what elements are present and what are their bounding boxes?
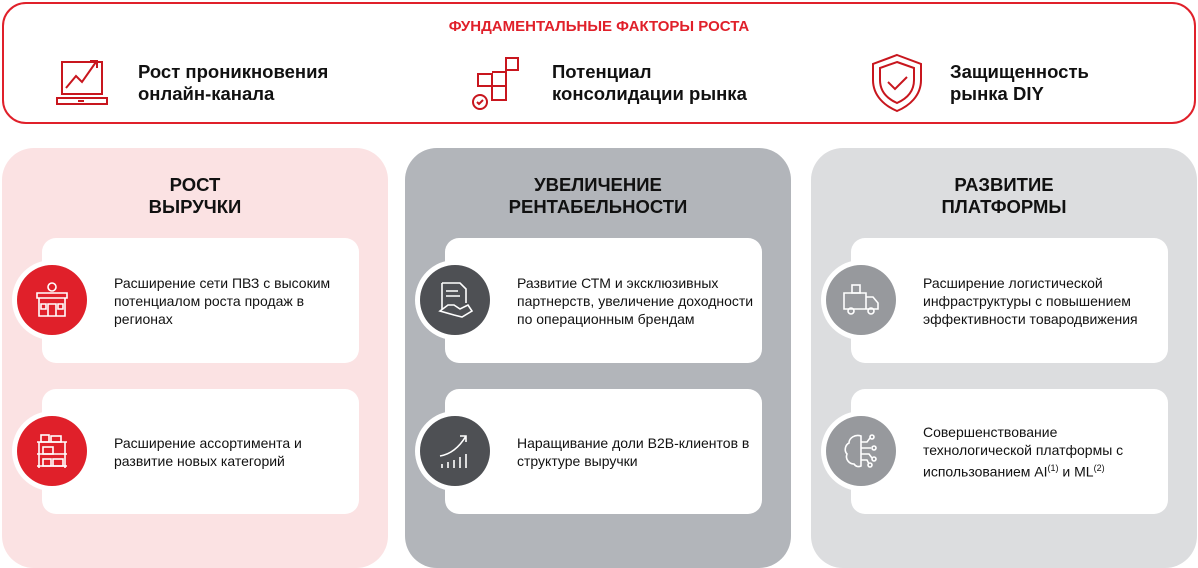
factor-label-line1: Потенциал (552, 61, 652, 82)
growth-chart-icon (439, 435, 467, 468)
card-pickup-network: Расширение сети ПВЗ с высоким потенциало… (12, 238, 359, 363)
puzzle-icon (472, 57, 519, 110)
card-text: Развитие СТМ и эксклюзивных партнерств, … (517, 274, 754, 327)
handshake-document-icon (438, 282, 474, 318)
factor-label-line2: консолидации рынка (552, 83, 747, 104)
card-private-label: Развитие СТМ и эксклюзивных партнерств, … (415, 238, 762, 363)
delivery-truck-icon (843, 284, 879, 315)
card-text: Наращивание доли B2B-клиентов в структур… (517, 434, 750, 469)
card-assortment: Расширение ассортимента и развитие новых… (12, 389, 359, 514)
growth-factors-box: ФУНДАМЕНТАЛЬНЫЕ ФАКТОРЫ РОСТА Рост прони… (2, 2, 1196, 124)
shield-check-icon (872, 53, 922, 113)
card-b2b: Наращивание доли B2B-клиентов в структур… (415, 389, 762, 514)
card-text: Расширение сети ПВЗ с высоким потенциало… (114, 274, 331, 327)
shelves-icon (37, 434, 67, 468)
laptop-growth-icon (56, 60, 108, 105)
factor-label-line1: Защищенность (950, 61, 1089, 82)
card-tech-platform: Совершенствование технологической платфо… (821, 389, 1168, 514)
card-text: Расширение логистической инфраструктуры … (923, 274, 1138, 327)
factor-label-line2: рынка DIY (950, 83, 1044, 104)
card-logistics: Расширение логистической инфраструктуры … (821, 238, 1168, 363)
store-icon (36, 282, 68, 317)
growth-factors-title: ФУНДАМЕНТАЛЬНЫЕ ФАКТОРЫ РОСТА (448, 18, 750, 35)
card-text: Совершенствование технологической платфо… (923, 423, 1124, 480)
card-text: Расширение ассортимента и развитие новых… (114, 434, 302, 469)
ai-brain-icon (844, 434, 877, 468)
factor-label-line1: Рост проникновения (138, 61, 329, 82)
factor-label-line2: онлайн-канала (138, 83, 275, 104)
